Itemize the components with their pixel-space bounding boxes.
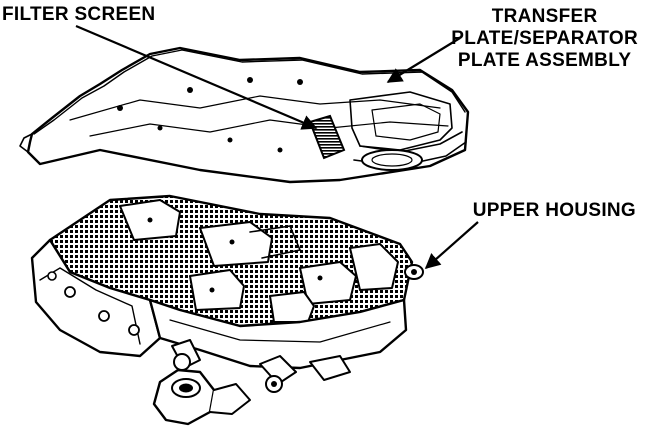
leader-lines	[75, 24, 479, 270]
upper-housing	[30, 194, 424, 426]
filter-screen	[308, 114, 346, 160]
transfer-plate-label-line1: TRANSFER	[491, 6, 598, 27]
transfer-plate-leader	[386, 37, 461, 83]
upper-housing-leader	[424, 221, 479, 270]
transfer-plate-label-line3: PLATE ASSEMBLY	[457, 50, 632, 71]
filter-screen-leader	[75, 24, 318, 130]
upper-housing-label: UPPER HOUSING	[472, 200, 636, 221]
transfer-plate	[19, 46, 470, 184]
transfer-plate-label: TRANSFER PLATE/SEPARATOR PLATE ASSEMBLY	[451, 6, 638, 72]
transfer-plate-label-line2: PLATE/SEPARATOR	[451, 28, 638, 49]
filter-screen-label: FILTER SCREEN	[2, 4, 156, 25]
